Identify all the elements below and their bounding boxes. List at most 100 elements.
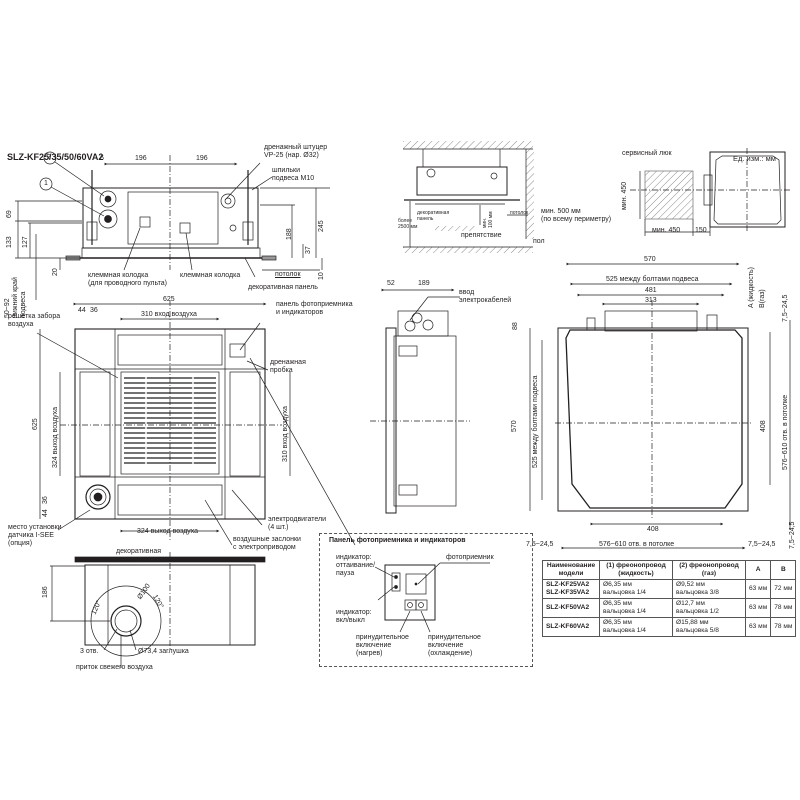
header-A: A: [744, 560, 772, 580]
fresh-air-view-drawing: [50, 552, 266, 668]
dim-37: 37: [305, 246, 312, 254]
dim-44: 44: [78, 307, 86, 314]
terminal-block-label: клеммная колодка: [180, 272, 241, 279]
dim-408-bottom: 408: [647, 526, 659, 533]
dim-36: 36: [90, 307, 98, 314]
dim-525-top: 525 между болтами подвеса: [606, 276, 699, 283]
dim-525-left: 525 между болтами подвеса: [532, 375, 539, 468]
dim-313: 313: [645, 297, 657, 304]
service-hatch-label: сервисный люк: [622, 150, 672, 157]
service-min-450-horizontal: мин. 450: [652, 227, 681, 234]
dim-576-610-right: 576~610 отв. в потолке: [782, 394, 789, 470]
air-outlet-left-label: 324 выход воздуха: [52, 407, 59, 468]
pipe-spec-table: Наименование модели (1) фреонопровод (жи…: [542, 560, 797, 637]
motors-label: электродвигатели(4 шт.): [268, 516, 327, 531]
service-dim-150: 150: [695, 227, 707, 234]
dim-127: 127: [22, 236, 29, 248]
service-hatch-drawing: [630, 148, 790, 236]
dim-625-left: 625: [32, 418, 39, 430]
dim-570-left: 570: [511, 420, 518, 432]
decorative-panel-label: декоративная панель: [248, 284, 318, 291]
dim-69: 69: [6, 210, 13, 218]
install-clearance-drawing: [403, 141, 534, 253]
dim-88: 88: [512, 322, 519, 330]
dim-133: 133: [6, 236, 13, 248]
dim-7-5-24-5-bottom-left: 7,5~24,5: [526, 541, 554, 548]
air-inlet-right-label: 310 вход воздуха: [282, 406, 289, 462]
dim-408-right: 408: [760, 420, 767, 432]
dim-625-top: 625: [163, 296, 175, 303]
dim-20: 20: [52, 268, 59, 276]
model-cell: SLZ-KF60VA2: [542, 617, 600, 637]
model-cell: SLZ-KF50VA2: [542, 598, 600, 618]
indicator-panel-box: [319, 533, 533, 667]
A-liquid-label: A (жидкость): [748, 267, 755, 308]
dim-189: 189: [418, 280, 430, 287]
defrost-indicator-label: индикатор:оттаивание/пауза: [336, 554, 376, 577]
dim-7-5-24-5-right-bottom: 7,5~24,5: [789, 521, 796, 549]
B-cell: 72 мм: [770, 579, 797, 599]
table-header-row: Наименование модели (1) фреонопровод (жи…: [542, 560, 797, 580]
header-model: Наименование модели: [542, 560, 600, 580]
top-view-drawing: [529, 262, 791, 550]
A-cell: 63 мм: [744, 617, 772, 637]
A-cell: 63 мм: [744, 598, 772, 618]
bottom-plan-drawing: [36, 300, 356, 546]
air-outlet-bottom-label: 324 выход воздуха: [137, 528, 198, 535]
photoreceiver-label: фотоприемник: [446, 554, 494, 561]
dim-196-right: 196: [196, 155, 208, 162]
dim-196-left: 196: [135, 155, 147, 162]
callout-pipe-1: 1: [44, 180, 48, 187]
side-view-drawing: [370, 288, 470, 514]
front-view-drawing: [15, 151, 330, 300]
dim-6: 6: [100, 155, 104, 162]
header-gas: (2) фреонопровод (газ): [672, 560, 746, 580]
header-liquid: (1) фреонопровод (жидкость): [599, 560, 673, 580]
service-min-450-vertical: мин. 450: [621, 181, 628, 210]
install-min-100-label: мин.100 мм: [482, 211, 494, 228]
dim-52: 52: [387, 280, 395, 287]
indicator-panel-title: Панель фотоприемника и индикаторов: [329, 537, 466, 544]
dim-188: 188: [286, 228, 293, 240]
install-ceiling-label: потолок: [510, 210, 529, 216]
onoff-indicator-label: индикатор:вкл/выкл: [336, 609, 372, 624]
terminal-block-remote-label: клеммная колодка(для проводного пульта): [88, 272, 167, 287]
units-label: Ед. изм.: мм: [733, 154, 776, 163]
plug-label: Ø73,4 заглушка: [138, 648, 189, 655]
model-title: SLZ-KF25/35/50/60VA2: [7, 152, 104, 162]
air-inlet-top-label: 310 вход воздуха: [141, 311, 197, 318]
callout-pipe-2: 2: [47, 154, 51, 161]
header-B: B: [770, 560, 797, 580]
obstacle-label: препятствие: [461, 232, 502, 239]
install-min-500-label: мин. 500 мм(по всему периметру): [541, 208, 612, 223]
dim-7-5-24-5-top-right: 7,5~24,5: [782, 294, 789, 322]
holes-label: 3 отв.: [80, 648, 99, 655]
dim-7-5-24-5-bottom-right: 7,5~24,5: [748, 541, 776, 548]
dim-481: 481: [645, 287, 657, 294]
B-cell: 78 мм: [770, 617, 797, 637]
dim-245: 245: [318, 220, 325, 232]
fresh-air-inlet-label: приток свежего воздуха: [76, 664, 153, 671]
dim-186: 186: [42, 586, 49, 598]
